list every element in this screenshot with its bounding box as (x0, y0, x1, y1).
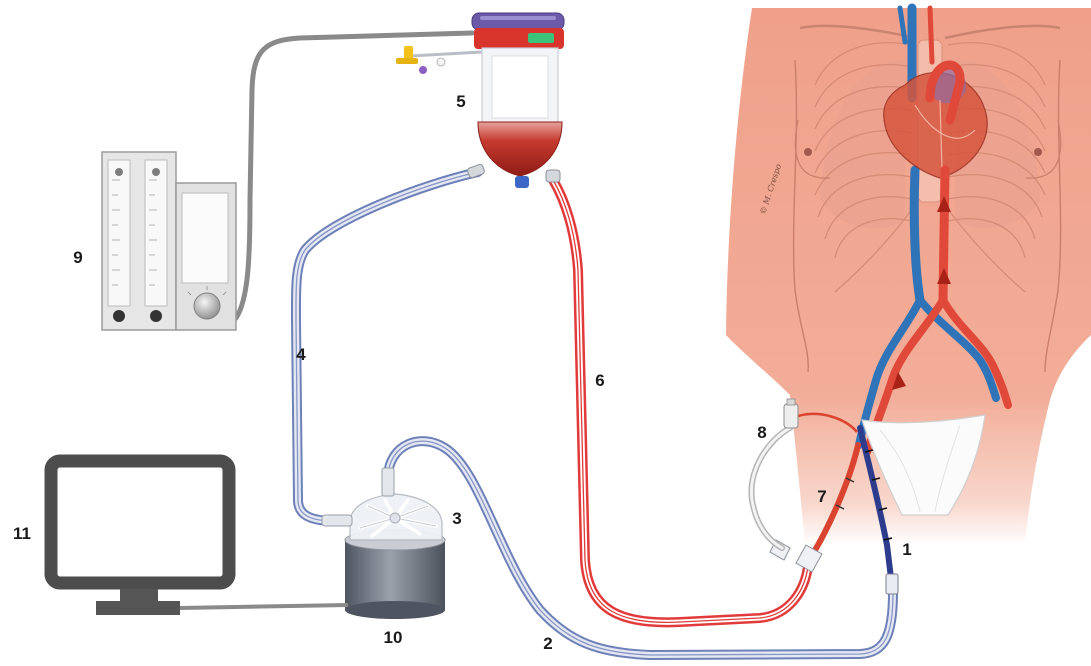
callout-11: 11 (13, 524, 31, 543)
callout-9: 9 (73, 248, 82, 267)
gas-flowmeter (102, 152, 236, 330)
flowmeter-tube-left (108, 160, 130, 306)
nipple-left (804, 148, 812, 156)
patient-illustration: © M. Crespo (726, 8, 1091, 545)
monitor (51, 461, 348, 615)
nipple-right (1034, 148, 1042, 156)
callout-3: 3 (452, 509, 461, 528)
callout-5: 5 (456, 92, 465, 111)
oxygenator-blood-chamber (478, 122, 562, 176)
callout-2: 2 (543, 634, 552, 653)
stopcock-purple-cap (419, 66, 427, 74)
oxygenator-label-panel (492, 56, 548, 118)
stopcock-white-cap (437, 58, 445, 66)
flowmeter-float-left (115, 168, 123, 176)
pump-drive-bottom (345, 601, 445, 619)
oxygenator-cap-highlight (480, 16, 556, 20)
pump-hub (390, 513, 400, 523)
blender-window (182, 193, 228, 283)
distal-perfusion-connector (784, 404, 798, 428)
oxygenator (396, 13, 564, 188)
gas-line-tube (236, 33, 472, 318)
flowmeter-float-right (152, 168, 160, 176)
monitor-cable (180, 605, 348, 608)
distal-perfusion-loop-inner (751, 428, 790, 548)
callout-8: 8 (757, 423, 766, 442)
oxygenator-inlet-port (467, 164, 485, 179)
callout-1: 1 (902, 540, 911, 559)
gas-line (236, 33, 472, 318)
monitor-screen (51, 461, 229, 583)
blender-dial (194, 293, 220, 319)
distal-perfusion-cap (787, 399, 795, 405)
cannula-1-connector (886, 574, 898, 594)
centrifugal-pump (322, 468, 445, 619)
monitor-neck (120, 589, 158, 602)
callout-6: 6 (595, 371, 604, 390)
callout-4: 4 (296, 345, 306, 364)
oxygenator-blue-port (515, 176, 529, 188)
flowmeter-knob-left (113, 310, 125, 322)
callout-7: 7 (817, 487, 826, 506)
oxygenator-top-cap (472, 13, 564, 30)
callout-10: 10 (384, 628, 403, 647)
oxygenator-stopcock-line (410, 52, 482, 56)
oxygenator-outlet-port (546, 170, 560, 182)
flowmeter-knob-right (150, 310, 162, 322)
oxygenator-green-label (528, 33, 554, 43)
monitor-base (96, 601, 180, 615)
carotid-artery (930, 8, 932, 62)
pump-outlet-spout (322, 515, 352, 526)
flowmeter-tube-right (145, 160, 167, 306)
stopcock-handle (396, 58, 418, 64)
pump-inlet-spout (382, 468, 394, 496)
